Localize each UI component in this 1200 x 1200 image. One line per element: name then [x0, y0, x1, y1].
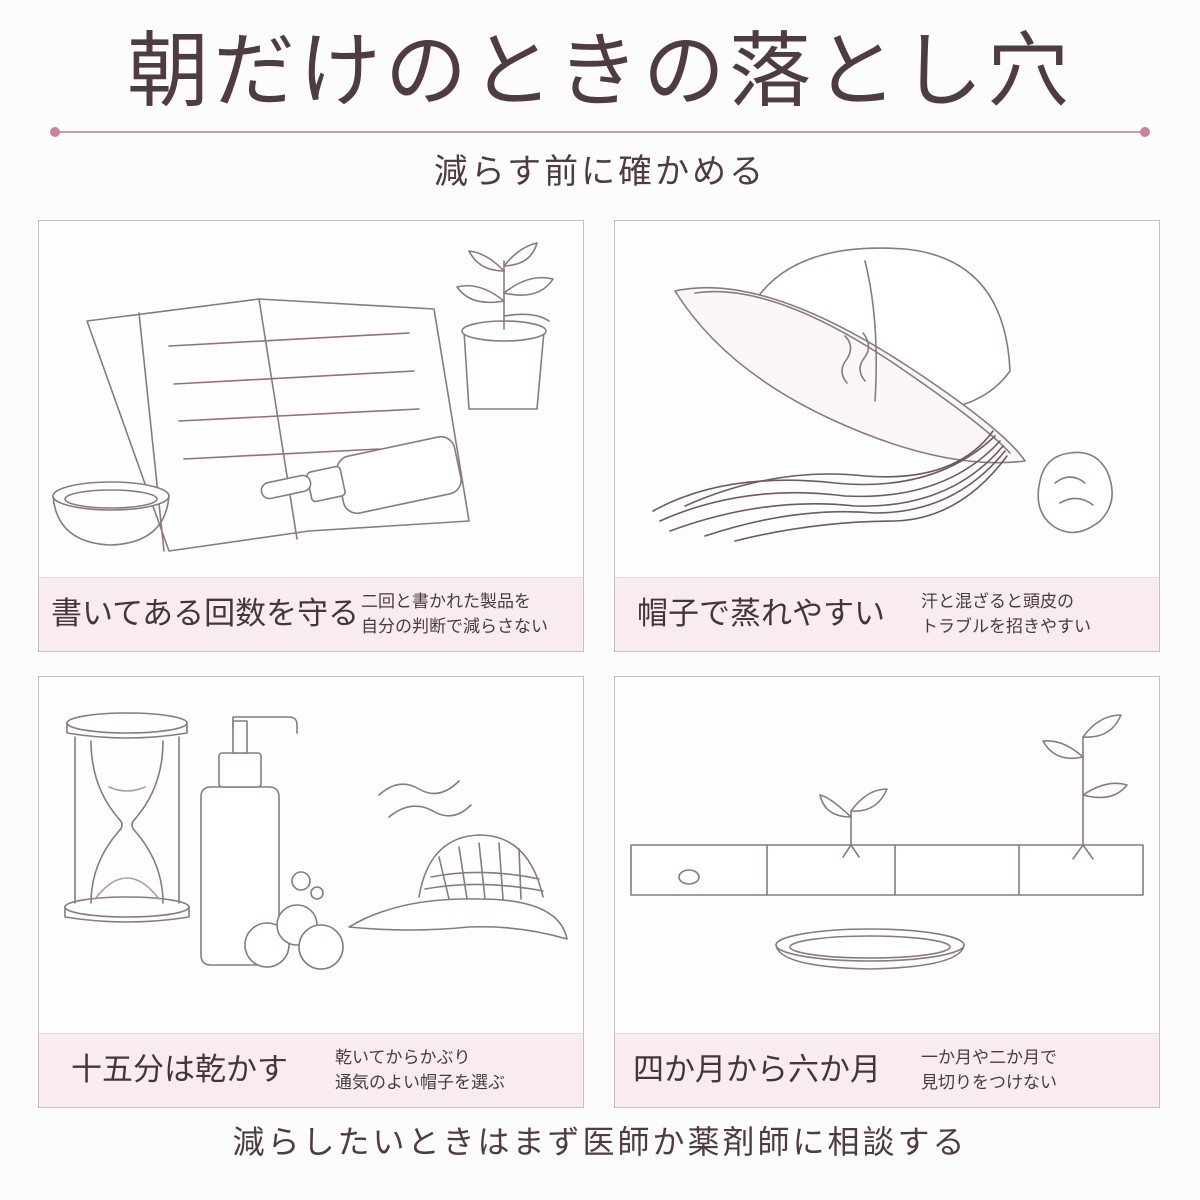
divider-dot-left: [50, 127, 60, 137]
panel-caption: 帽子で蒸れやすい 汗と混ざると頭皮の トラブルを招きやすい: [615, 577, 1159, 651]
straw-hat-icon: [348, 834, 568, 940]
small-sprout-icon: [819, 788, 888, 858]
panel-caption-title: 十五分は乾かす: [71, 1052, 288, 1088]
foam-icon: [244, 871, 344, 970]
panel-caption: 書いてある回数を守る 二回と書かれた製品を 自分の判断で減らさない: [39, 577, 583, 651]
hourglass-bottle-hat-illustration: [64, 712, 568, 970]
panel-application-count: 書いてある回数を守る 二回と書かれた製品を 自分の判断で減らさない: [38, 220, 584, 652]
page-title: 朝だけのときの落とし穴: [126, 24, 1073, 119]
panel-months: 四か月から六か月 一か月や二か月で 見切りをつけない: [614, 676, 1160, 1108]
panel-caption-note: 汗と混ざると頭皮の トラブルを招きやすい: [921, 592, 1091, 637]
panel-caption-title: 帽子で蒸れやすい: [637, 596, 885, 632]
panel-caption: 四か月から六か月 一か月や二か月で 見切りをつけない: [615, 1033, 1159, 1107]
panel-drying-time: 十五分は乾かす 乾いてからかぶり 通気のよい帽子を選ぶ: [38, 676, 584, 1108]
page-subtitle: 減らす前に確かめる: [433, 152, 767, 192]
bucket-hat-icon: [674, 247, 1026, 464]
title-divider: [50, 127, 1150, 137]
dropper-bottle-icon: [260, 435, 462, 515]
tall-sprout-icon: [1042, 714, 1128, 860]
panel-caption: 十五分は乾かす 乾いてからかぶり 通気のよい帽子を選ぶ: [39, 1033, 583, 1107]
small-dish-icon: [52, 481, 170, 546]
growth-timeline-illustration: [630, 714, 1144, 970]
divider-dot-right: [1140, 127, 1150, 137]
cotton-puff-icon: [1037, 451, 1113, 534]
panel-caption-title: 四か月から六か月: [633, 1052, 881, 1088]
panel-caption-note: 一か月や二か月で 見切りをつけない: [921, 1048, 1057, 1093]
panel-hat-humidity: 帽子で蒸れやすい 汗と混ざると頭皮の トラブルを招きやすい: [614, 220, 1160, 652]
hat-and-hair-illustration: [652, 247, 1113, 542]
steam-lines-icon: [378, 780, 472, 818]
timeline-bar-icon: [630, 844, 1144, 896]
panel-caption-note: 乾いてからかぶり 通気のよい帽子を選ぶ: [335, 1048, 505, 1093]
hourglass-icon: [64, 712, 190, 923]
potted-plant-icon: [456, 242, 554, 410]
round-tray-icon: [775, 928, 965, 970]
footer-advice: 減らしたいときはまず医師か薬剤師に相談する: [232, 1123, 968, 1161]
panel-caption-note: 二回と書かれた製品を 自分の判断で減らさない: [361, 592, 548, 637]
hair-strands-icon: [652, 430, 1008, 542]
panel-caption-title: 書いてある回数を守る: [51, 596, 360, 632]
instructions-leaflet-illustration: [52, 242, 554, 552]
pump-bottle-icon: [200, 716, 298, 966]
